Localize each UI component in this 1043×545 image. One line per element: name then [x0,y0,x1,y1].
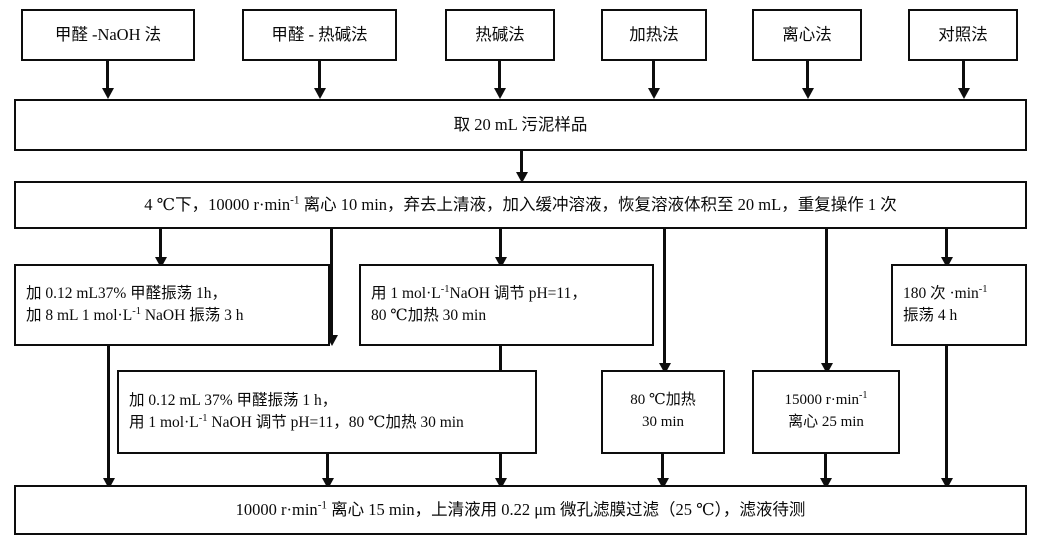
step-box-final-filtration: 10000 r·min-1 离心 15 min，上清液用 0.22 μm 微孔滤… [14,485,1027,535]
arrowhead [659,363,671,374]
step-box-sample: 取 20 mL 污泥样品 [14,99,1027,151]
connector-heat-final [661,454,664,481]
step-box-naoh-ph-heat: 用 1 mol·L-1NaOH 调节 pH=11，80 ℃加热 30 min [359,264,654,346]
arrowhead [495,257,507,268]
arrowhead [802,88,814,99]
connector-shake-final [945,346,948,481]
method-box-formaldehyde-naoh: 甲醛 -NaOH 法 [21,9,195,61]
method-label: 甲醛 -NaOH 法 [54,25,162,45]
method-box-control: 对照法 [908,9,1018,61]
connector-sample-pretreat [520,151,523,175]
arrowhead [941,257,953,268]
connector-m5-sample [806,61,809,91]
arrowhead [326,335,338,346]
connector-m3-sample [498,61,501,91]
connector-pretreat-shake [945,229,948,260]
method-box-heating: 加热法 [601,9,707,61]
arrowhead [941,478,953,489]
method-label: 加热法 [629,25,679,45]
method-label: 甲醛 - 热碱法 [271,25,368,45]
connector-pretreat-centrifuge [825,229,828,366]
method-label: 离心法 [782,25,832,45]
step-box-combo-formaldehyde-naoh-heat: 加 0.12 mL 37% 甲醛振荡 1 h，用 1 mol·L-1 NaOH … [117,370,537,454]
arrowhead [820,478,832,489]
method-label: 对照法 [938,25,988,45]
step-label: 加 0.12 mL 37% 甲醛振荡 1 h，用 1 mol·L-1 NaOH … [129,391,464,431]
step-label: 取 20 mL 污泥样品 [453,115,588,135]
method-box-formaldehyde-thermal-alkali: 甲醛 - 热碱法 [242,9,397,61]
connector-m2-sample [318,61,321,91]
step-box-pretreatment: 4 ℃下，10000 r·min-1 离心 10 min，弃去上清液，加入缓冲溶… [14,181,1027,229]
connector-pretreat-heat [663,229,666,366]
connector-m4-sample [652,61,655,91]
connector-b1-final [107,346,110,481]
connector-combo-final [326,454,329,481]
step-box-formaldehyde-naoh-shake: 加 0.12 mL37% 甲醛振荡 1h，加 8 mL 1 mol·L-1 Na… [14,264,330,346]
connector-pretreat-combo [330,229,333,338]
connector-centrifuge-final [824,454,827,481]
arrowhead [314,88,326,99]
method-box-centrifugation: 离心法 [752,9,862,61]
step-label: 4 ℃下，10000 r·min-1 离心 10 min，弃去上清液，加入缓冲溶… [144,194,897,215]
arrowhead [494,88,506,99]
arrowhead [958,88,970,99]
arrowhead [102,88,114,99]
connector-m1-sample [106,61,109,91]
step-label: 用 1 mol·L-1NaOH 调节 pH=11，80 ℃加热 30 min [371,283,587,324]
arrowhead [516,172,528,183]
connector-pretreat-b2 [499,229,502,260]
method-label: 热碱法 [475,25,525,45]
step-label: 加 0.12 mL37% 甲醛振荡 1h，加 8 mL 1 mol·L-1 Na… [26,284,244,324]
arrowhead [103,478,115,489]
arrowhead [657,478,669,489]
arrowhead [821,363,833,374]
method-box-thermal-alkali: 热碱法 [445,9,555,61]
step-label: 10000 r·min-1 离心 15 min，上清液用 0.22 μm 微孔滤… [235,499,806,520]
arrowhead [322,478,334,489]
connector-m6-sample [962,61,965,91]
arrowhead [155,257,167,268]
arrowhead [495,478,507,489]
connector-pretreat-b1 [159,229,162,260]
arrowhead [648,88,660,99]
